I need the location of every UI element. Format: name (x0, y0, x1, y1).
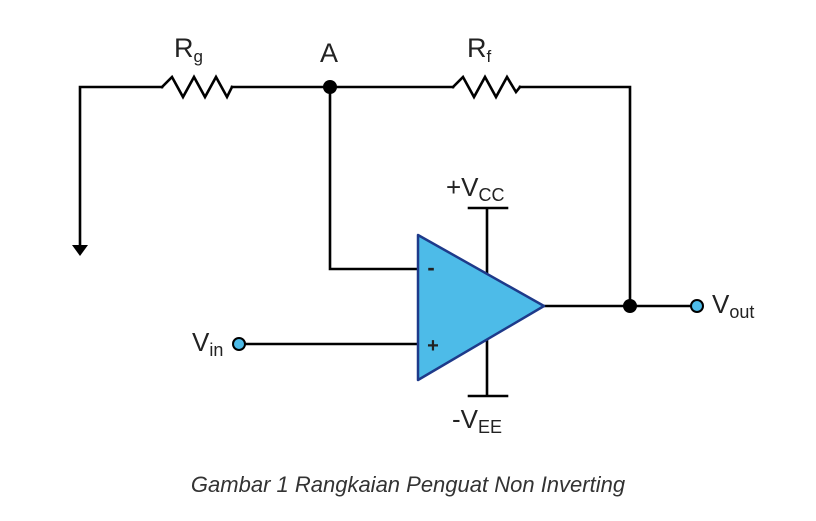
vout-terminal-icon (690, 299, 704, 313)
label-rg: Rg (174, 33, 203, 66)
non-inverting-amplifier-diagram: - + Rg A Rf +VCC -VEE Vin Vout (72, 33, 754, 437)
opamp-triangle (416, 233, 546, 382)
resistor-rg (160, 74, 234, 100)
wire-node-a-to-inverting (328, 85, 420, 271)
label-vcc: +VCC (446, 172, 505, 205)
wire-vcc-supply (467, 206, 509, 278)
label-vout: Vout (712, 289, 754, 322)
ground-icon (72, 245, 88, 256)
label-rf: Rf (467, 33, 492, 66)
label-vin: Vin (192, 327, 223, 360)
resistor-rf (451, 74, 522, 100)
inverting-input-sign: - (427, 255, 434, 280)
output-junction-dot (623, 299, 637, 313)
wire-vee-supply (467, 334, 509, 398)
vin-terminal-icon (232, 337, 246, 351)
figure-caption: Gambar 1 Rangkaian Penguat Non Inverting (190, 472, 626, 497)
wire-rf-to-output (518, 85, 632, 308)
noninverting-input-sign: + (427, 335, 439, 357)
label-node-a: A (320, 38, 338, 68)
label-vee: -VEE (452, 404, 502, 437)
wire-ground-to-rg (78, 85, 164, 247)
node-a-junction-dot (323, 80, 337, 94)
